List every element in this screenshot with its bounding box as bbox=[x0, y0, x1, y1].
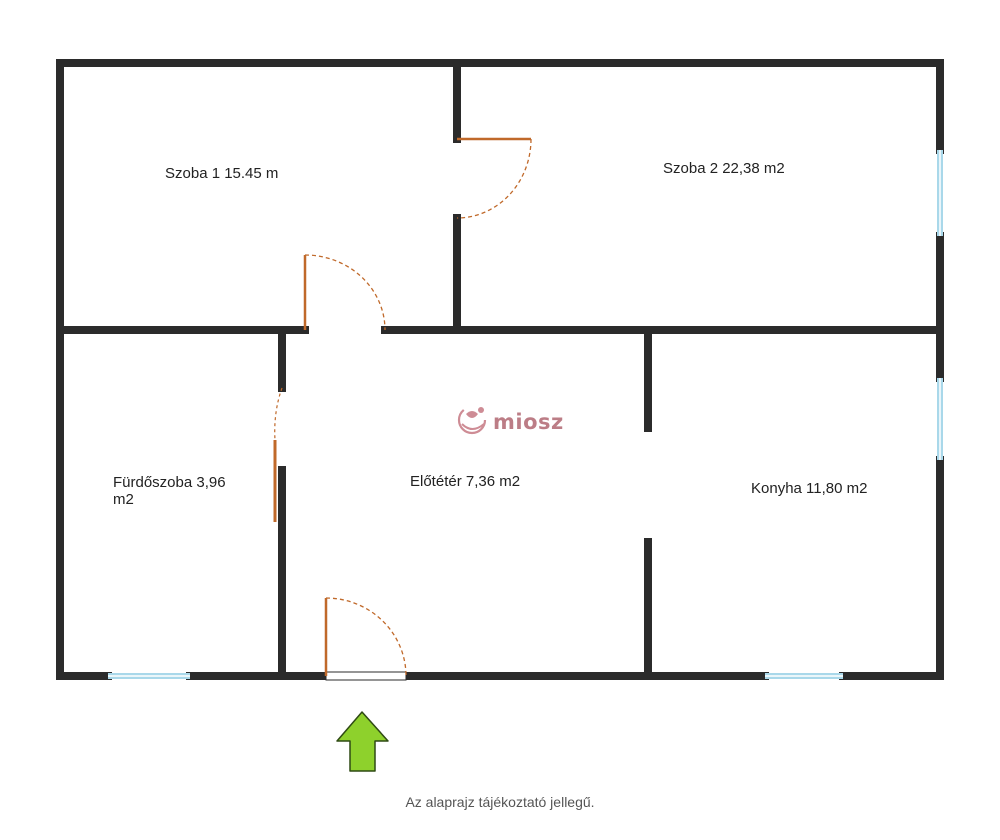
logo-emblem-icon bbox=[457, 405, 487, 435]
walls bbox=[56, 59, 944, 680]
arrow-up-icon bbox=[336, 711, 389, 772]
label-room1: Szoba 1 15.45 m bbox=[165, 165, 278, 182]
label-room2: Szoba 2 22,38 m2 bbox=[663, 160, 785, 177]
miosz-logo: miosz bbox=[457, 405, 564, 435]
door-room1 bbox=[303, 254, 386, 331]
label-bathroom-line2: m2 bbox=[113, 491, 134, 508]
door-room2 bbox=[456, 137, 532, 219]
label-hall: Előtétér 7,36 m2 bbox=[410, 473, 520, 490]
label-kitchen: Konyha 11,80 m2 bbox=[751, 480, 867, 497]
disclaimer-note: Az alaprajz tájékoztató jellegű. bbox=[405, 794, 594, 810]
door-bathroom bbox=[273, 387, 283, 522]
windows bbox=[108, 150, 943, 679]
label-bathroom-line1: Fürdőszoba 3,96 bbox=[113, 474, 226, 491]
logo-text: miosz bbox=[493, 410, 564, 434]
doors bbox=[273, 137, 532, 681]
door-entrance bbox=[324, 597, 407, 681]
